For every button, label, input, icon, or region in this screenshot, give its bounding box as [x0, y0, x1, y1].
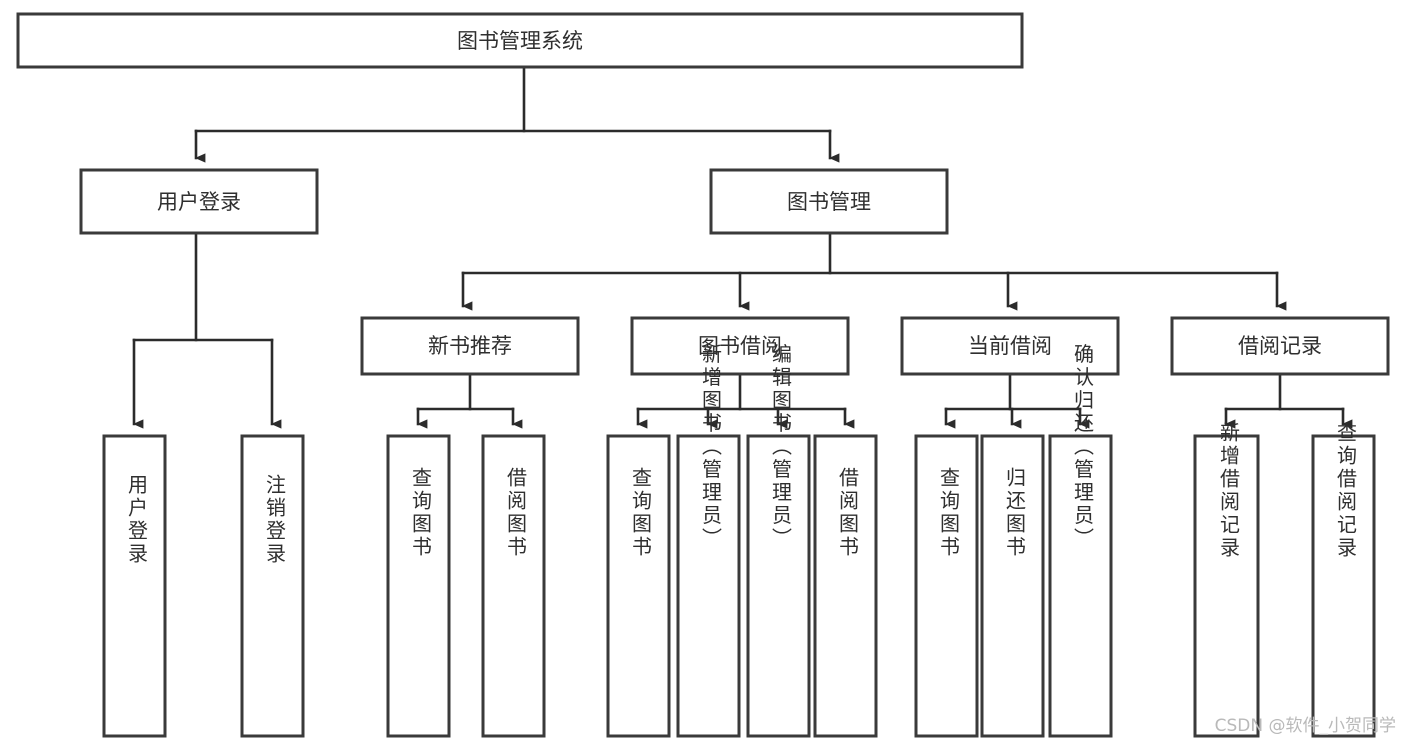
node-leaf-add-borrow-record-box[interactable] [1193, 434, 1260, 738]
node-user-login-label: 用户登录 [157, 190, 241, 214]
node-leaf-user-login-label: 用户登录 [125, 474, 149, 566]
node-leaf-query-borrow-record[interactable]: 查询借阅记录 [1311, 422, 1376, 738]
node-new-book-recommend-label: 新书推荐 [428, 334, 512, 358]
node-leaf-query-book-recommend-box[interactable] [386, 434, 451, 738]
node-current-borrow[interactable]: 当前借阅 [900, 316, 1120, 376]
node-book-borrow-label: 图书借阅 [698, 334, 782, 358]
node-leaf-user-login[interactable]: 用户登录 [102, 434, 167, 738]
node-leaf-query-book-borrow[interactable]: 查询图书 [606, 434, 671, 738]
node-book-borrow-box[interactable] [630, 316, 850, 376]
node-book-manage-label: 图书管理 [787, 190, 871, 214]
node-user-login[interactable]: 用户登录 [79, 168, 319, 235]
node-current-borrow-label: 当前借阅 [968, 334, 1052, 358]
node-leaf-logout-login[interactable]: 注销登录 [240, 434, 305, 738]
node-borrow-record[interactable]: 借阅记录 [1170, 316, 1390, 376]
node-root[interactable]: 图书管理系统 [16, 12, 1024, 69]
node-leaf-query-borrow-record-label: 查询借阅记录 [1334, 422, 1358, 560]
node-leaf-borrow-book-recommend-box[interactable] [481, 434, 546, 738]
node-leaf-return-book-label: 归还图书 [1003, 467, 1027, 559]
node-leaf-edit-book-admin-box[interactable] [746, 434, 811, 738]
node-leaf-confirm-return-admin-label: 确认归还（管理员） [1071, 343, 1095, 550]
node-leaf-query-book-current-label: 查询图书 [937, 467, 961, 559]
node-leaf-add-borrow-record[interactable]: 新增借阅记录 [1193, 422, 1260, 738]
csdn-watermark: CSDN @软件_小贺同学 [1215, 716, 1396, 736]
node-leaf-add-book-admin-box[interactable] [676, 434, 741, 738]
node-root-box[interactable] [16, 12, 1024, 69]
node-leaf-confirm-return-admin-box[interactable] [1048, 434, 1113, 738]
node-leaf-query-book-borrow-label: 查询图书 [629, 467, 653, 559]
node-current-borrow-box[interactable] [900, 316, 1120, 376]
connector-layer [132, 65, 1353, 429]
node-leaf-edit-book-admin[interactable]: 编辑图书（管理员） [746, 343, 811, 738]
node-leaf-add-borrow-record-label: 新增借阅记录 [1217, 422, 1241, 560]
node-leaf-query-book-borrow-box[interactable] [606, 434, 671, 738]
node-leaf-query-book-current-box[interactable] [914, 434, 979, 738]
node-leaf-borrow-book[interactable]: 借阅图书 [813, 434, 878, 738]
node-book-borrow[interactable]: 图书借阅 [630, 316, 850, 376]
node-leaf-query-borrow-record-box[interactable] [1311, 434, 1376, 738]
node-leaf-borrow-book-recommend[interactable]: 借阅图书 [481, 434, 546, 738]
node-leaf-edit-book-admin-label: 编辑图书（管理员） [769, 343, 793, 550]
node-leaf-logout-login-box[interactable] [240, 434, 305, 738]
node-new-book-recommend-box[interactable] [360, 316, 580, 376]
node-leaf-query-book-current[interactable]: 查询图书 [914, 434, 979, 738]
node-book-manage[interactable]: 图书管理 [709, 168, 949, 235]
node-leaf-return-book-box[interactable] [980, 434, 1045, 738]
node-leaf-add-book-admin[interactable]: 新增图书（管理员） [676, 343, 741, 738]
node-leaf-query-book-recommend[interactable]: 查询图书 [386, 434, 451, 738]
node-book-manage-box[interactable] [709, 168, 949, 235]
node-leaf-user-login-box[interactable] [102, 434, 167, 738]
node-leaf-borrow-book-recommend-label: 借阅图书 [504, 467, 528, 559]
node-leaf-logout-login-label: 注销登录 [263, 474, 287, 566]
node-leaf-query-book-recommend-label: 查询图书 [409, 467, 433, 559]
node-leaf-borrow-book-label: 借阅图书 [836, 467, 860, 559]
node-leaf-return-book[interactable]: 归还图书 [980, 434, 1045, 738]
node-borrow-record-label: 借阅记录 [1238, 334, 1322, 358]
node-leaf-borrow-book-box[interactable] [813, 434, 878, 738]
node-root-label: 图书管理系统 [457, 29, 583, 53]
node-new-book-recommend[interactable]: 新书推荐 [360, 316, 580, 376]
node-leaf-add-book-admin-label: 新增图书（管理员） [699, 343, 723, 550]
node-user-login-box[interactable] [79, 168, 319, 235]
node-leaf-confirm-return-admin[interactable]: 确认归还（管理员） [1048, 343, 1113, 738]
node-borrow-record-box[interactable] [1170, 316, 1390, 376]
